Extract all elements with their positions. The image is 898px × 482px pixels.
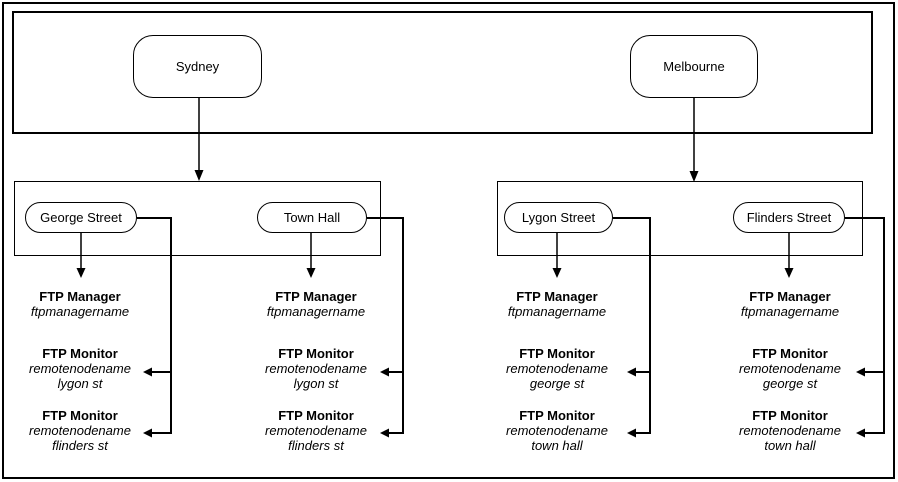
george-ftp-monitor-1: FTP Monitor remotenodename lygon st: [0, 346, 160, 391]
melbourne-group-box: [497, 181, 863, 256]
ftp-monitor-title: FTP Monitor: [752, 408, 828, 423]
george-monitor-loop: [137, 217, 172, 434]
ftp-manager-title: FTP Manager: [275, 289, 357, 304]
ftp-monitor-remote: flinders st: [288, 438, 344, 453]
ftp-manager-name: ftpmanagername: [740, 304, 840, 319]
townhall-ftp-manager: FTP Manager ftpmanagername: [236, 289, 396, 319]
george-monitor2-arrowhead: [143, 428, 152, 438]
ftp-manager-title: FTP Manager: [39, 289, 121, 304]
townhall-ftp-monitor-1: FTP Monitor remotenodename lygon st: [236, 346, 396, 391]
ftp-monitor-title: FTP Monitor: [42, 346, 118, 361]
ftp-monitor-title: FTP Monitor: [752, 346, 828, 361]
george-ftp-manager: FTP Manager ftpmanagername: [0, 289, 160, 319]
lygon-monitor1-arrowhead: [627, 367, 636, 377]
ftp-monitor-name: remotenodename: [265, 423, 367, 438]
flinders-ftp-monitor-1: FTP Monitor remotenodename george st: [710, 346, 870, 391]
ftp-monitor-title: FTP Monitor: [519, 346, 595, 361]
ftp-manager-title: FTP Manager: [516, 289, 598, 304]
ftp-monitor-name: remotenodename: [29, 361, 131, 376]
townhall-monitor2-arrowhead: [380, 428, 389, 438]
ftp-manager-name: ftpmanagername: [507, 304, 607, 319]
ftp-monitor-name: remotenodename: [739, 361, 841, 376]
ftp-manager-name: ftpmanagername: [266, 304, 366, 319]
george-ftp-monitor-2: FTP Monitor remotenodename flinders st: [0, 408, 160, 453]
lygon-monitor2-arrowhead: [627, 428, 636, 438]
node-sydney: Sydney: [133, 35, 262, 98]
cities-box: [12, 11, 873, 134]
ftp-monitor-title: FTP Monitor: [42, 408, 118, 423]
townhall-monitor-loop: [367, 217, 404, 434]
lygon-ftp-monitor-2: FTP Monitor remotenodename town hall: [477, 408, 637, 453]
flinders-ftp-manager: FTP Manager ftpmanagername: [710, 289, 870, 319]
node-lygon-street-label: Lygon Street: [521, 210, 596, 225]
ftp-monitor-name: remotenodename: [29, 423, 131, 438]
ftp-monitor-remote: lygon st: [57, 376, 103, 391]
flinders-ftp-monitor-2: FTP Monitor remotenodename town hall: [710, 408, 870, 453]
ftp-monitor-name: remotenodename: [739, 423, 841, 438]
node-flinders-street: Flinders Street: [733, 202, 845, 233]
node-lygon-street: Lygon Street: [504, 202, 613, 233]
ftp-monitor-remote: george st: [529, 376, 585, 391]
melbourne-arrowhead: [689, 171, 699, 182]
townhall-monitor1-arrowhead: [380, 367, 389, 377]
george-manager-arrowhead: [76, 268, 86, 278]
node-melbourne: Melbourne: [630, 35, 758, 98]
ftp-monitor-name: remotenodename: [506, 361, 608, 376]
ftp-monitor-remote: lygon st: [293, 376, 339, 391]
ftp-monitor-title: FTP Monitor: [519, 408, 595, 423]
lygon-manager-arrowhead: [552, 268, 562, 278]
lygon-monitor-loop: [613, 217, 651, 434]
flinders-monitor1-arrowhead: [856, 367, 865, 377]
ftp-monitor-title: FTP Monitor: [278, 346, 354, 361]
ftp-manager-name: ftpmanagername: [30, 304, 130, 319]
townhall-ftp-monitor-2: FTP Monitor remotenodename flinders st: [236, 408, 396, 453]
ftp-monitor-remote: town hall: [531, 438, 583, 453]
ftp-monitor-name: remotenodename: [506, 423, 608, 438]
lygon-ftp-manager: FTP Manager ftpmanagername: [477, 289, 637, 319]
ftp-monitor-remote: george st: [762, 376, 818, 391]
node-sydney-label: Sydney: [175, 59, 220, 74]
node-george-street: George Street: [25, 202, 137, 233]
george-monitor1-arrowhead: [143, 367, 152, 377]
townhall-manager-arrowhead: [306, 268, 316, 278]
lygon-ftp-monitor-1: FTP Monitor remotenodename george st: [477, 346, 637, 391]
sydney-arrowhead: [194, 170, 204, 181]
ftp-monitor-title: FTP Monitor: [278, 408, 354, 423]
flinders-monitor2-arrowhead: [856, 428, 865, 438]
node-town-hall: Town Hall: [257, 202, 367, 233]
ftp-manager-title: FTP Manager: [749, 289, 831, 304]
node-melbourne-label: Melbourne: [663, 59, 725, 74]
ftp-monitor-remote: flinders st: [52, 438, 108, 453]
ftp-monitor-name: remotenodename: [265, 361, 367, 376]
flinders-manager-arrowhead: [784, 268, 794, 278]
flinders-monitor-loop: [845, 217, 885, 434]
node-george-street-label: George Street: [40, 210, 122, 225]
node-flinders-street-label: Flinders Street: [746, 210, 832, 225]
sydney-group-box: [14, 181, 381, 256]
ftp-monitor-remote: town hall: [764, 438, 816, 453]
node-town-hall-label: Town Hall: [283, 210, 341, 225]
